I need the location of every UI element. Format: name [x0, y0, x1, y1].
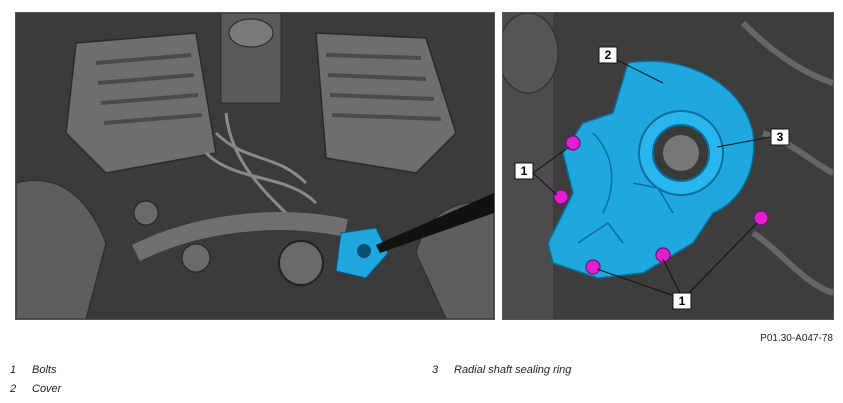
- bolt-markers: [553, 135, 769, 275]
- callout-bolts-bottom-box: [672, 292, 692, 310]
- bolt-4: [655, 247, 671, 263]
- legend-number: 3: [432, 364, 439, 376]
- figure-reference-code: P01.30-A047-78: [760, 333, 833, 344]
- callout-seal-box: [770, 128, 790, 146]
- bolt-5: [753, 210, 769, 226]
- legend-number: 1: [10, 364, 17, 376]
- callout-cover: 2: [605, 48, 612, 62]
- callout-bolts-bottom: 1: [679, 294, 686, 308]
- bolt-1: [565, 135, 581, 151]
- callout-bolts-left: 1: [521, 164, 528, 178]
- legend-text: Bolts: [32, 364, 57, 376]
- legend-item-sealing-ring: 3 Radial shaft sealing ring: [432, 364, 571, 376]
- legend-item-bolts: 1 Bolts: [10, 364, 56, 376]
- legend-number: 2: [10, 383, 17, 395]
- callout-cover-box: [598, 46, 618, 64]
- bolt-2: [553, 189, 569, 205]
- legend-text: Cover: [32, 383, 62, 395]
- engine-overview-drawing: [16, 13, 494, 319]
- legend-text: Radial shaft sealing ring: [454, 364, 572, 376]
- callout-seal: 3: [777, 130, 784, 144]
- bolt-3: [585, 259, 601, 275]
- legend-item-cover: 2 Cover: [10, 383, 61, 395]
- callout-bolts-left-box: [514, 162, 534, 180]
- engine-overview-image: [15, 12, 495, 320]
- cover-detail-drawing: 1 1 2 3: [503, 13, 833, 319]
- cover-detail-image: 1 1 2 3: [502, 12, 834, 320]
